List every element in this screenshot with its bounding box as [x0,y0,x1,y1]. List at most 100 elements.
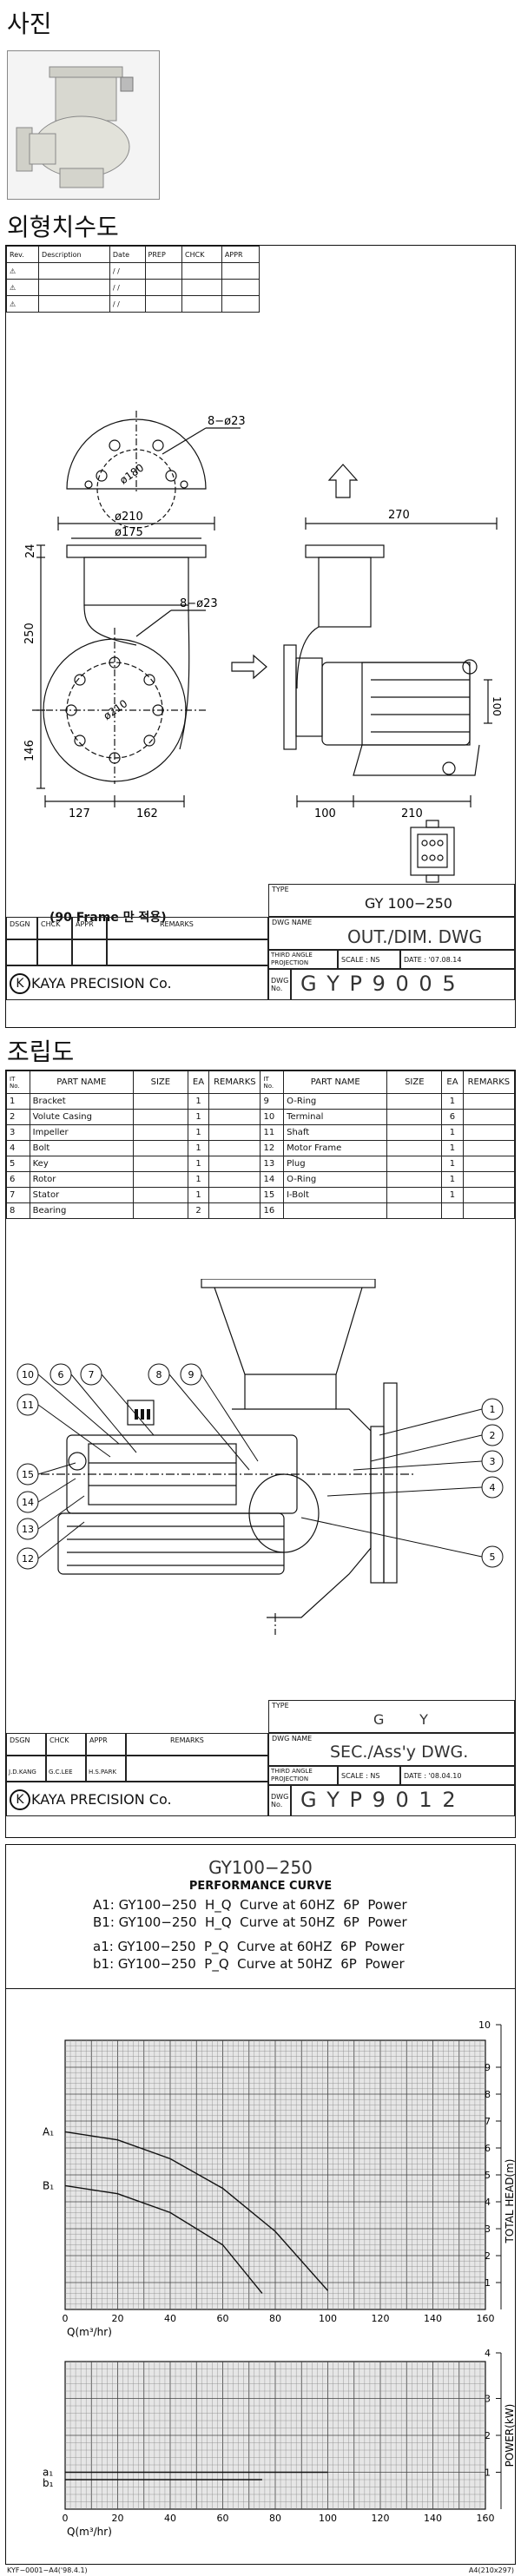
part-size [386,1202,443,1219]
part-size [386,1140,443,1156]
rev-chck [181,295,222,313]
part-ea: 1 [187,1156,210,1172]
balloon-circle [481,1476,504,1499]
dim-pcd-top: ø180 [117,461,146,486]
rev-date: / / [109,262,146,280]
col-size: SIZE [132,1071,188,1094]
part-size [132,1187,188,1203]
balloon-number: 10 [22,1369,34,1380]
description-header: Description [38,246,110,263]
part-no: 9 [260,1093,285,1110]
balloon-number: 11 [22,1400,34,1411]
revision-row: ⚠ / / [5,279,260,296]
tb1-dwg-no-label: DWG No. [268,969,291,1000]
tb1-dwg-name-label: DWG NAME [272,919,313,926]
terminal-box-detail [410,820,455,883]
part-size [132,1171,188,1188]
dim-d100-side: 100 [491,696,503,716]
head-tick-label: 1 [485,2277,491,2289]
q-axis-label-head: Q(m³/hr) [67,2326,112,2338]
rev-description [38,279,110,296]
tb1-dwg-no: G Y P 9 0 0 5 [291,969,515,1000]
dim-d100-bottom: 100 [314,807,336,819]
performance-model: GY100−250 [208,1857,313,1878]
rev-chck [181,262,222,280]
tb2-type-value: G Y [373,1711,428,1728]
tb2-chck: CHCK [46,1733,86,1756]
performance-legend-line: a1: GY100−250 P_Q Curve at 60HZ 6P Power [93,1939,405,1954]
part-name: Stator [29,1187,134,1203]
head-tick-label: 9 [485,2062,491,2073]
balloon-number: 14 [22,1497,34,1508]
performance-legend-line: A1: GY100−250 H_Q Curve at 60HZ 6P Power [93,1897,407,1913]
dim-d175: ø175 [115,526,143,539]
rev-description [38,262,110,280]
q-tick-label-head: 100 [319,2313,337,2324]
part-name: Key [29,1156,134,1172]
parts-header-row: IT No. PART NAME SIZE EA REMARKS IT No. … [6,1071,516,1094]
part-remarks [462,1124,516,1141]
tb2-dwg-no: G Y P 9 0 1 2 [291,1785,515,1816]
frame-note: (90 Frame 만 적용) [49,911,167,925]
part-ea: 1 [441,1124,464,1141]
tb2-company-cell: K KAYA PRECISION Co. [6,1782,268,1816]
dim-holes-mid: 8−ø23 [180,597,218,610]
rev-chck [181,279,222,296]
curve-label-a1: a₁ [43,2467,53,2479]
balloon-number: 6 [58,1369,64,1380]
col-part-name: PART NAME [283,1071,388,1094]
q-tick-label-head: 140 [424,2313,442,2324]
balloon-number: 4 [490,1482,496,1493]
balloon-number: 15 [22,1469,34,1480]
tb2-type-cell: TYPE G Y [268,1700,515,1733]
part-ea: 1 [187,1140,210,1156]
part-size [386,1124,443,1141]
dim-d162: 162 [136,807,158,819]
q-tick-label-power: 40 [164,2513,176,2524]
dim-d24: 24 [24,544,37,558]
performance-sheet: GY100−250 PERFORMANCE CURVE A1: GY100−25… [5,1844,516,2565]
head-axis-label: TOTAL HEAD(m) [504,2159,515,2244]
part-remarks [208,1156,261,1172]
q-tick-label-head: 20 [112,2313,124,2324]
q-tick-label-head: 160 [477,2313,495,2324]
performance-header: GY100−250 PERFORMANCE CURVE A1: GY100−25… [6,1845,515,1989]
q-tick-label-head: 40 [164,2313,176,2324]
part-name: Bolt [29,1140,134,1156]
head-curve-A1 [64,2131,329,2291]
part-name: I-Bolt [283,1187,388,1203]
part-ea: 1 [187,1124,210,1141]
head-tick-label: 8 [485,2089,491,2100]
part-ea: 2 [187,1202,210,1219]
balloon-number: 7 [89,1369,95,1380]
col-ea: EA [441,1071,464,1094]
rev-appr [221,295,260,313]
balloon-circle [148,1363,170,1386]
rev-prep [144,279,183,296]
part-remarks [208,1124,261,1141]
assembly-drawing-sheet: IT No. PART NAME SIZE EA REMARKS IT No. … [5,1070,516,1838]
q-tick-label-power: 20 [112,2513,124,2524]
part-name: Terminal [283,1109,388,1125]
rev-mark: ⚠ [5,295,40,313]
balloon-number: 1 [490,1404,496,1415]
tb1-date: DATE : '07.08.14 [400,950,515,969]
part-no: 4 [6,1140,30,1156]
balloon-number: 8 [156,1369,162,1380]
rev-date: / / [109,295,146,313]
part-ea: 1 [441,1187,464,1203]
part-remarks [208,1202,261,1219]
part-ea: 1 [441,1140,464,1156]
tb1-remarks: REMARKS [107,917,268,939]
dim-d250: 250 [23,623,36,644]
q-axis-label-power: Q(m³/hr) [67,2526,112,2538]
col-it-no: IT No. [6,1071,30,1094]
dim-holes-top: 8−ø23 [208,415,246,428]
balloon-circle [180,1363,202,1386]
tb2-scale: SCALE : NS [338,1766,400,1785]
part-ea: 1 [187,1171,210,1188]
